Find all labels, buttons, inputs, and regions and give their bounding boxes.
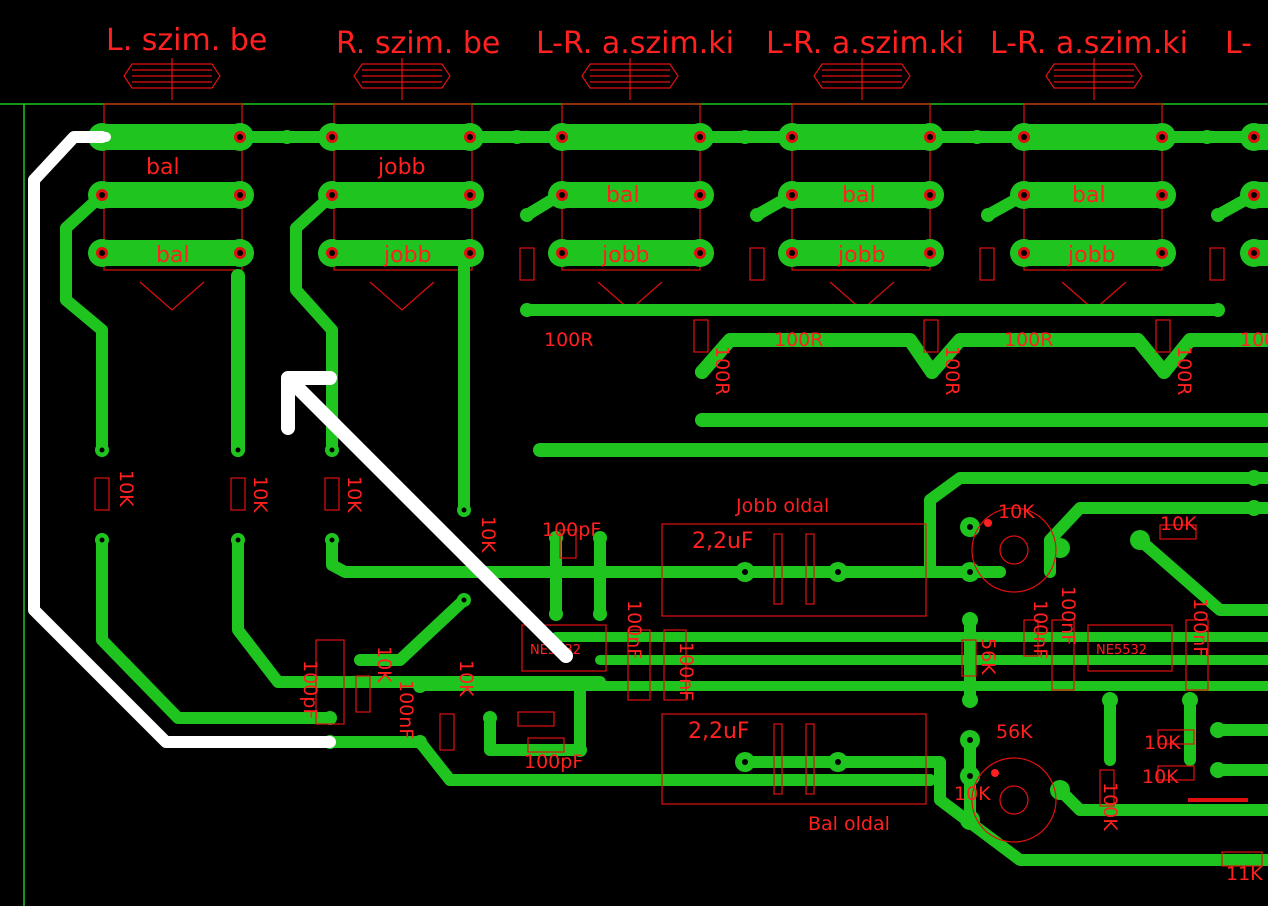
label-100r-4: 100R <box>1240 329 1268 351</box>
highlight-route <box>28 131 336 748</box>
label-cap-top: 2,2uF <box>692 529 754 554</box>
label-10k-j: 10K <box>1142 766 1179 788</box>
bus-labels: bal jobb bal bal bal bal jobb jobb jobb … <box>146 155 1116 268</box>
connector-label-5: L-R. a.szim.ki <box>990 26 1188 61</box>
component-outlines <box>94 247 1263 867</box>
label-56k-1: 56K <box>977 638 999 675</box>
label-100nf-5: 100nF <box>1057 586 1079 645</box>
label-100nf-1: 100nF <box>623 600 645 659</box>
highlight-annotations <box>28 131 573 748</box>
label-100nf-6: 100nF <box>1189 598 1211 657</box>
label-100nf-3: 100nF <box>395 680 417 739</box>
bus-label-7: jobb <box>383 243 432 268</box>
bus-label-1: bal <box>146 155 180 180</box>
bus-label-6: bal <box>1072 183 1106 208</box>
label-100nf-4: 100nF <box>1029 600 1051 659</box>
bus-label-10: jobb <box>1067 243 1116 268</box>
connector-label-2: R. szim. be <box>336 26 500 61</box>
label-100pf-3: 100pF <box>524 751 583 773</box>
label-10k-i: 10K <box>1144 732 1181 754</box>
bus-label-9: jobb <box>837 243 886 268</box>
bus-label-2: jobb <box>377 155 426 180</box>
label-100pf-2: 100pF <box>299 660 321 719</box>
label-100r-v3: 100R <box>1173 346 1195 395</box>
connector-label-6: L- <box>1225 26 1252 61</box>
label-side-top: Jobb oldal <box>735 495 829 517</box>
label-56k-2: 56K <box>996 721 1033 743</box>
label-100k: 100K <box>1099 782 1121 831</box>
label-10k-c: 10K <box>343 476 365 513</box>
label-100r-v2: 100R <box>941 346 963 395</box>
label-11k: 11K <box>1226 863 1263 885</box>
label-100pf-1: 100pF <box>542 519 601 541</box>
bus-label-8: jobb <box>601 243 650 268</box>
label-10k-d: 10K <box>477 516 499 553</box>
label-10k-h: 10K <box>1160 513 1197 535</box>
label-100r-1: 100R <box>544 329 593 351</box>
label-ic2: NE5532 <box>1096 643 1147 658</box>
label-10k-f: 10K <box>455 660 477 697</box>
label-cap-bottom: 2,2uF <box>688 719 750 744</box>
bus-label-5: bal <box>842 183 876 208</box>
label-10k-e: 10K <box>373 646 395 683</box>
label-10k-a: 10K <box>115 470 137 507</box>
connector-label-4: L-R. a.szim.ki <box>766 26 964 61</box>
label-10k-k: 10K <box>954 783 991 805</box>
label-100nf-2: 100nF <box>675 642 697 701</box>
arrow-up-left-icon <box>281 371 573 663</box>
label-10k-b: 10K <box>249 476 271 513</box>
label-100r-3: 100R <box>1004 329 1053 351</box>
bus-label-3: bal <box>156 243 190 268</box>
label-10k-g: 10K <box>998 501 1035 523</box>
connector-label-3: L-R. a.szim.ki <box>536 26 734 61</box>
bus-label-4: bal <box>606 183 640 208</box>
label-side-bottom: Bal oldal <box>808 813 890 835</box>
label-100r-v1: 100R <box>711 346 733 395</box>
label-100r-2: 100R <box>774 329 823 351</box>
connector-label-1: L. szim. be <box>106 23 267 58</box>
